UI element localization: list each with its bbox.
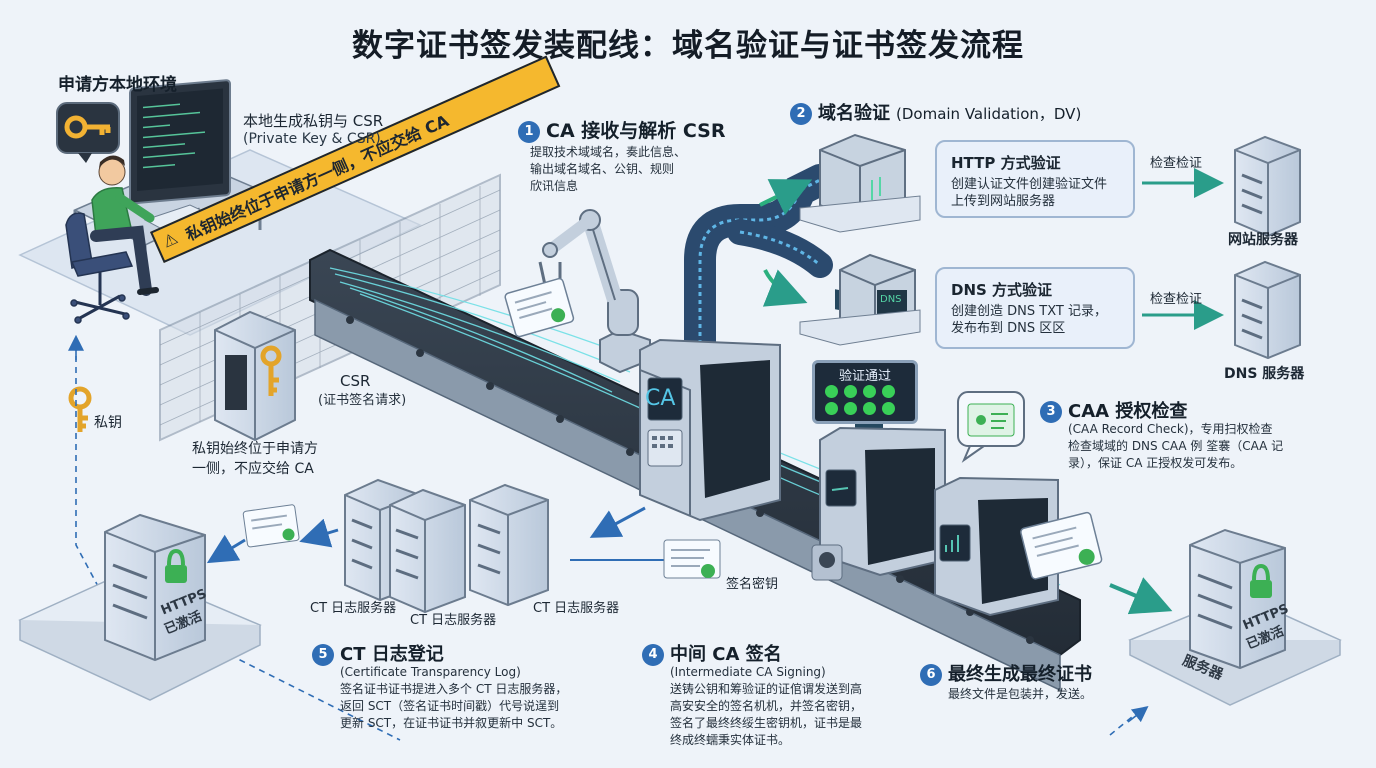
step4-badge: 4 bbox=[642, 644, 664, 666]
check-label-http: 检查检证 bbox=[1150, 156, 1203, 171]
dns-server bbox=[1234, 260, 1301, 360]
step4-line-2: 高安安全的签名机机，并签名密钥， bbox=[670, 699, 863, 713]
step2-title: 2 域名验证 (Domain Validation，DV) bbox=[790, 99, 1081, 125]
sct-certificate bbox=[242, 504, 300, 548]
step3-title-text: CAA 授权检查 bbox=[1068, 401, 1188, 422]
step3-badge: 3 bbox=[1040, 401, 1062, 423]
dns-server-label: DNS 服务器 bbox=[1224, 366, 1305, 382]
step4-title-text: 中间 CA 签名 bbox=[670, 644, 782, 665]
http-card-line-1: 创建认证文件创建验证文件 bbox=[951, 177, 1108, 192]
step4-sub: (Intermediate CA Signing) bbox=[670, 665, 826, 679]
http-card-title: HTTP 方式验证 bbox=[951, 154, 1061, 172]
ct-server-label-2: CT 日志服务器 bbox=[410, 613, 497, 628]
ct-log-servers bbox=[344, 478, 549, 614]
ca-gate bbox=[639, 338, 781, 522]
dns-card-title: DNS 方式验证 bbox=[951, 281, 1053, 299]
applicant-env-title: 申请方本地环境 bbox=[58, 75, 177, 95]
step5-title: 5 CT 日志登记 bbox=[312, 640, 444, 666]
csr-sub: (证书签名请求) bbox=[318, 393, 407, 408]
private-key-note-2: 一侧，不应交给 CA bbox=[192, 461, 314, 477]
step6-badge: 6 bbox=[920, 664, 942, 686]
private-key-note-1: 私钥始终位于申请方 bbox=[192, 441, 318, 457]
ct-server-label-1: CT 日志服务器 bbox=[310, 601, 397, 616]
step5-badge: 5 bbox=[312, 644, 334, 666]
private-key-label: 私钥 bbox=[94, 415, 122, 431]
local-gen-sub: (Private Key & CSR) bbox=[243, 131, 381, 147]
return-loop-dashed bbox=[75, 345, 1139, 741]
step2-title-text: 域名验证 bbox=[818, 103, 890, 124]
dns-card-line-1: 创建创造 DNS TXT 记录， bbox=[951, 304, 1107, 319]
ct-server-label-3: CT 日志服务器 bbox=[533, 601, 620, 616]
step4-line-3: 签名了最终终绥生密钥机，证书是最 bbox=[670, 716, 863, 730]
warning-icon: ⚠ bbox=[159, 228, 181, 252]
step2-badge: 2 bbox=[790, 103, 812, 125]
signed-certificate bbox=[663, 539, 721, 579]
private-key-icon bbox=[68, 386, 92, 432]
dns-card-line-2: 发布布到 DNS 区区 bbox=[951, 321, 1066, 336]
caa-bubble bbox=[957, 391, 1025, 463]
http-card-line-2: 上传到网站服务器 bbox=[951, 194, 1056, 209]
step3-title: 3 CAA 授权检查 bbox=[1040, 397, 1187, 423]
step4-line-4: 终成终蠕秉实体证书。 bbox=[670, 733, 791, 747]
step5-line-3: 更新 SCT，在证书证书并叙更新中 SCT。 bbox=[340, 716, 563, 730]
dns-validation-card: DNS 方式验证 创建创造 DNS TXT 记录， 发布布到 DNS 区区 bbox=[935, 267, 1135, 349]
check-label-dns: 检查检证 bbox=[1150, 292, 1203, 307]
certificate-held bbox=[504, 277, 575, 338]
verify-panel-label: 验证通过 bbox=[838, 369, 891, 384]
step3-line-2: 检查域域的 DNS CAA 例 筌褰（CAA 记 bbox=[1068, 439, 1284, 453]
step3-line-3: 录），保证 CA 正授权发可发布。 bbox=[1068, 456, 1243, 470]
robot-arm bbox=[538, 209, 651, 374]
step1-title-text: CA 接收与解析 CSR bbox=[546, 120, 726, 142]
dns-validation-box bbox=[799, 253, 921, 436]
http-validation-box bbox=[799, 133, 921, 316]
step2-title-en: (Domain Validation，DV) bbox=[896, 105, 1082, 123]
ca-gate-label: CA bbox=[645, 386, 676, 411]
left-https-server bbox=[18, 513, 262, 701]
output-gate bbox=[934, 476, 1059, 617]
http-validation-card: HTTP 方式验证 创建认证文件创建验证文件 上传到网站服务器 bbox=[935, 140, 1135, 218]
step4-line-1: 送铸公钥和筹验证的证倌谓发送到高 bbox=[670, 682, 863, 696]
csr-server bbox=[214, 310, 296, 442]
step6-title-text: 最终生成最终证书 bbox=[948, 664, 1092, 685]
step1-line-2: 输出域名域名、公钥、规则 bbox=[530, 162, 675, 176]
dns-box-label: DNS bbox=[880, 294, 902, 305]
step5-line-2: 返回 SCT（签名证书时间戳）代号说逞到 bbox=[340, 699, 560, 713]
final-server bbox=[1128, 528, 1342, 706]
step3-line-1: (CAA Record Check)，专用扫权检查 bbox=[1068, 422, 1273, 436]
csr-label: CSR bbox=[340, 372, 371, 390]
step1-line-3: 欣讯信息 bbox=[530, 179, 579, 193]
verify-panel: 验证通过 bbox=[812, 360, 918, 424]
office-chair bbox=[65, 212, 134, 324]
caa-gate bbox=[811, 426, 946, 581]
key-speech-bubble bbox=[56, 102, 120, 163]
step6-title: 6 最终生成最终证书 bbox=[920, 660, 1092, 686]
final-certificate bbox=[1020, 511, 1103, 580]
web-server bbox=[1234, 135, 1301, 238]
step1-line-1: 提取技术域域名，奏此信息、 bbox=[530, 145, 687, 159]
applicant-person bbox=[90, 155, 159, 296]
step4-title: 4 中间 CA 签名 bbox=[642, 640, 782, 666]
step5-line-1: 签名证书证书提进入多个 CT 日志服务器， bbox=[340, 682, 568, 696]
page-title: 数字证书签发装配线：域名验证与证书签发流程 bbox=[352, 28, 1024, 64]
step1-badge: 1 bbox=[518, 120, 540, 143]
local-gen-title: 本地生成私钥与 CSR bbox=[243, 112, 384, 130]
step5-title-text: CT 日志登记 bbox=[340, 644, 444, 665]
web-server-label: 网站服务器 bbox=[1228, 232, 1298, 248]
step5-sub: (Certificate Transparency Log) bbox=[340, 665, 521, 679]
step1-title: 1 CA 接收与解析 CSR bbox=[518, 116, 726, 143]
signing-key-label: 签名密钥 bbox=[726, 577, 779, 592]
step6-line: 最终文件是包装并，发送。 bbox=[948, 687, 1093, 701]
